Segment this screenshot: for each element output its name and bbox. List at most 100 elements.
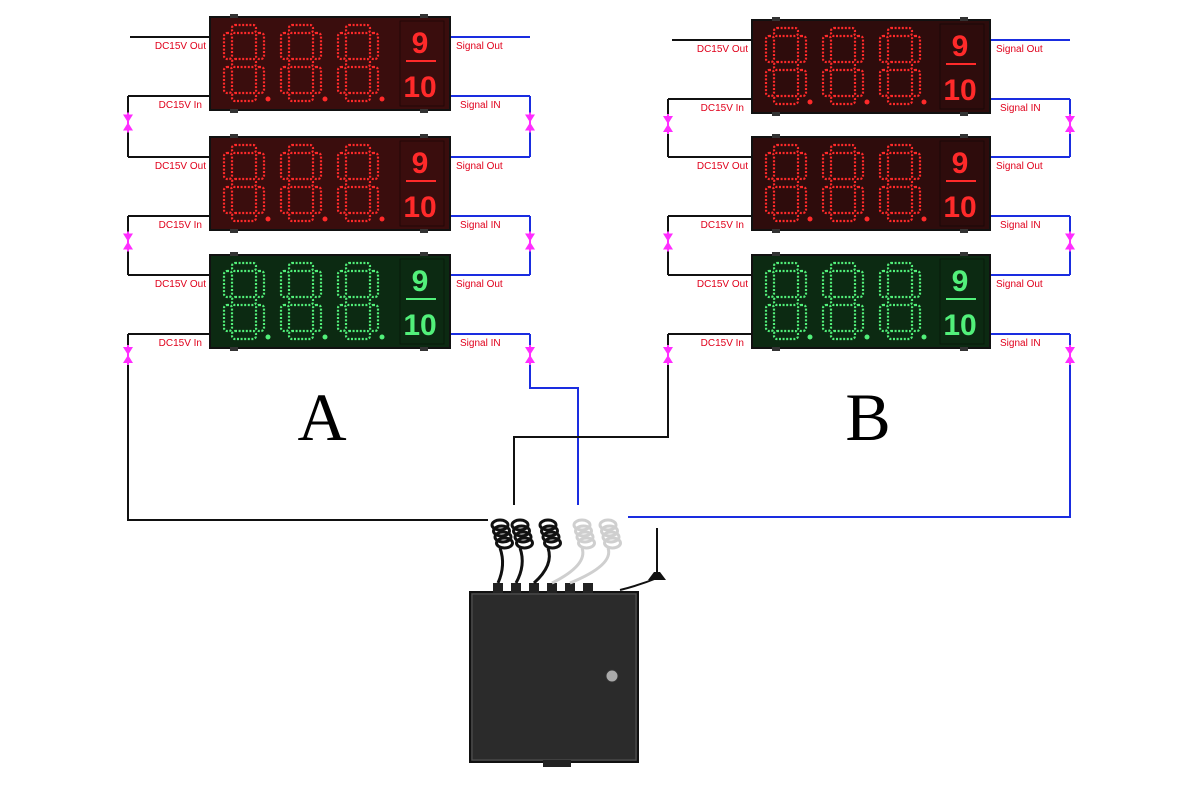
digit-segment — [254, 303, 266, 333]
led-board-b-1: 910 — [751, 17, 991, 116]
digit-segment — [287, 295, 315, 307]
led-board-b-2: 910 — [751, 134, 991, 233]
digit-segment — [772, 295, 800, 307]
board-panel — [209, 136, 451, 231]
fraction-top: 9 — [412, 27, 429, 60]
digit-segment — [368, 151, 380, 181]
mount-tab — [230, 14, 238, 18]
digit-segment — [279, 65, 291, 95]
power-in-label: DC15V In — [159, 100, 202, 111]
board-panel — [751, 136, 991, 231]
fraction-top: 9 — [412, 265, 429, 298]
mount-tab — [960, 112, 968, 116]
decimal-point — [265, 216, 271, 222]
seven-seg-digit — [222, 23, 271, 103]
digit-segment — [772, 94, 800, 106]
seven-seg-digit — [878, 26, 927, 106]
fraction-bottom: 10 — [403, 309, 436, 342]
seven-seg-digit — [821, 26, 870, 106]
digit-segment — [344, 261, 372, 273]
digit-segment — [796, 68, 808, 98]
power-in-label: DC15V In — [701, 220, 744, 231]
digit-segment — [821, 68, 833, 98]
signal-out-label: Signal Out — [456, 41, 503, 52]
digit-segment — [821, 185, 833, 215]
feed-power-b — [513, 334, 669, 505]
cable-coil-icon — [510, 518, 534, 584]
lock-icon — [605, 669, 619, 683]
decimal-point — [379, 96, 385, 102]
mount-tab — [230, 347, 238, 351]
digit-segment — [886, 211, 914, 223]
digit-segment — [886, 261, 914, 273]
mount-tab — [772, 134, 780, 138]
digit-segment — [772, 261, 800, 273]
digit-segment — [254, 65, 266, 95]
cable-loop — [572, 518, 592, 532]
digit-segment — [311, 269, 323, 299]
seven-seg-digit — [878, 261, 927, 341]
power-out-label: DC15V Out — [697, 279, 748, 290]
digit-segment — [311, 65, 323, 95]
mount-bracket — [543, 760, 571, 767]
seven-seg-digit — [279, 261, 328, 341]
digit-segment — [764, 151, 776, 181]
signal-out-label: Signal Out — [996, 279, 1043, 290]
digit-segment — [230, 143, 258, 155]
digit-segment — [368, 303, 380, 333]
wires-layer — [123, 36, 1075, 521]
digit-segment — [878, 269, 890, 299]
digit-segment — [287, 143, 315, 155]
digit-segment — [764, 269, 776, 299]
digit-segment — [764, 68, 776, 98]
mount-tab — [230, 134, 238, 138]
digit-segment — [796, 303, 808, 333]
digit-segment — [368, 185, 380, 215]
power-out-label: DC15V Out — [155, 279, 206, 290]
cable-lead — [496, 547, 505, 584]
digit-segment — [764, 185, 776, 215]
seven-seg-digit — [279, 23, 328, 103]
seven-seg-digit — [336, 261, 385, 341]
cable-loop — [541, 530, 561, 544]
digit-segment — [336, 269, 348, 299]
cable-lead — [514, 547, 524, 584]
mount-tab — [420, 134, 428, 138]
mount-tab — [230, 229, 238, 233]
signal-in-label: Signal IN — [460, 220, 501, 231]
fraction-bottom: 10 — [943, 191, 976, 224]
digit-segment — [829, 261, 857, 273]
antenna-base — [648, 572, 666, 580]
antenna-cable — [619, 577, 658, 591]
digit-segment — [287, 329, 315, 341]
digit-segment — [910, 151, 922, 181]
cable-coil-icon — [532, 518, 562, 585]
digit-segment — [254, 31, 266, 61]
power-out-label: DC15V Out — [155, 41, 206, 52]
cable-loop — [512, 524, 531, 538]
digit-segment — [886, 60, 914, 72]
digit-segment — [368, 31, 380, 61]
digit-segment — [279, 151, 291, 181]
fraction-top: 9 — [952, 30, 969, 63]
cable-loop — [575, 530, 595, 544]
mount-tab — [960, 17, 968, 21]
digit-segment — [829, 143, 857, 155]
power-out-label: DC15V Out — [697, 44, 748, 55]
decimal-point — [265, 334, 271, 340]
digit-segment — [772, 26, 800, 38]
digit-segment — [344, 57, 372, 69]
digit-segment — [886, 295, 914, 307]
digit-segment — [222, 31, 234, 61]
seven-seg-digit — [222, 143, 271, 223]
digit-segment — [796, 34, 808, 64]
fraction-bottom: 10 — [403, 191, 436, 224]
power-in-label: DC15V In — [701, 103, 744, 114]
digit-segment — [829, 295, 857, 307]
fraction-frame — [939, 258, 985, 345]
digit-segment — [878, 34, 890, 64]
digit-segment — [829, 177, 857, 189]
seven-seg-digit — [821, 143, 870, 223]
